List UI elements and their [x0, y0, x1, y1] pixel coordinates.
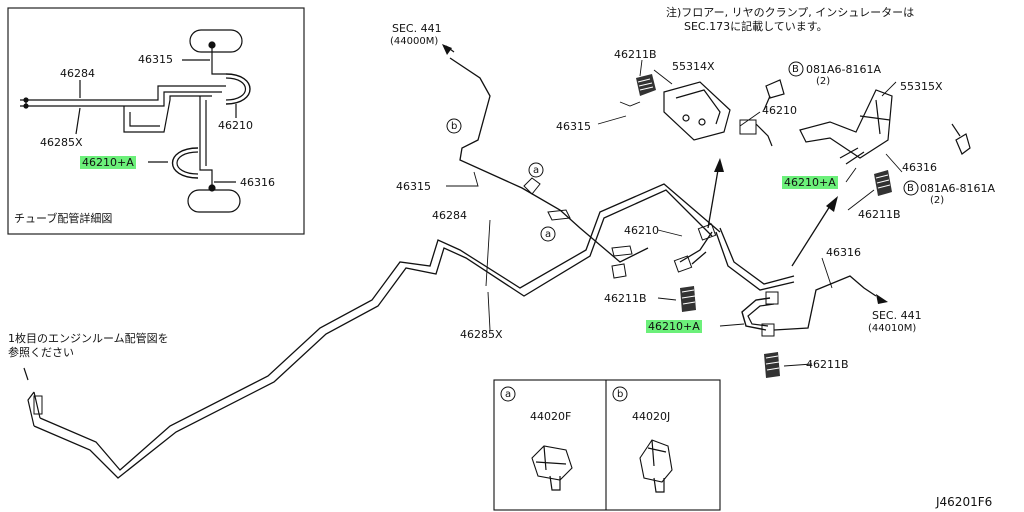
label-bolt-1-qty: (2) — [816, 76, 831, 87]
label-bolt-2: 081A6-8161A — [920, 182, 996, 195]
clip-46211b-4 — [764, 352, 780, 378]
note-line-2: SEC.173に記載しています。 — [684, 20, 828, 33]
clip-a-part: 44020F — [530, 410, 572, 423]
bolt-081a6-2 — [955, 133, 971, 155]
inset-tube-46284 — [26, 85, 212, 101]
bracket-55315x — [799, 89, 893, 159]
clip-44020j — [639, 439, 673, 493]
callout-b-main-letter: b — [451, 121, 458, 132]
clip-b-part: 44020J — [632, 410, 671, 423]
clip-46211b-2 — [874, 170, 892, 196]
label-46210-2: 46210 — [624, 224, 659, 237]
inset-hose-46210a — [171, 147, 199, 179]
diagram-code: J46201F6 — [936, 495, 993, 509]
inset-label-46285x: 46285X — [40, 136, 83, 149]
main-pipe-46284 — [39, 183, 721, 471]
inset-label-46284: 46284 — [60, 67, 95, 80]
label-55314x: 55314X — [672, 60, 715, 73]
label-46211b-2: 46211B — [858, 208, 901, 221]
label-55315x: 55315X — [900, 80, 943, 93]
label-46316-2: 46316 — [826, 246, 861, 259]
label-46210a-1: 46210+A — [782, 176, 838, 189]
pipe-46316 — [773, 275, 877, 331]
engine-ref-line-2: 参照ください — [8, 346, 74, 359]
inset-frame — [7, 7, 305, 235]
callout-b-main — [446, 118, 462, 134]
bracket-55314x — [663, 81, 731, 141]
sec441-bottom-sub: (44010M) — [868, 323, 917, 334]
inset-label-46316: 46316 — [240, 176, 275, 189]
label-46285x-2: 46285X — [460, 328, 503, 341]
note-line-1: 注)フロアー, リヤのクランプ, インシュレーターは — [666, 6, 915, 19]
inset-bottom-pill — [187, 189, 241, 213]
hose-46210-rear — [679, 231, 713, 265]
inset-top-pill — [189, 29, 243, 53]
hose-46210a-rear — [741, 297, 771, 331]
engine-ref-line-1: 1枚目のエンジンルーム配管図を — [8, 332, 169, 345]
clip-b-circle — [612, 386, 628, 402]
callout-a-main-2 — [540, 226, 556, 242]
callout-a-main-1 — [528, 162, 544, 178]
label-46315-1: 46315 — [556, 120, 591, 133]
callout-B-1 — [788, 61, 804, 77]
sec441-bottom: SEC. 441 — [872, 309, 922, 322]
label-46211b-3: 46211B — [604, 292, 647, 305]
clip-a-letter: a — [505, 389, 512, 400]
label-46210-1: 46210 — [762, 104, 797, 117]
pipe-46315 — [449, 57, 649, 263]
inset-label-46210a: 46210+A — [80, 156, 136, 169]
label-46284-2: 46284 — [432, 209, 467, 222]
label-46211b-4: 46211B — [806, 358, 849, 371]
bolt-081a6-1 — [765, 79, 785, 99]
callout-B-2 — [903, 180, 919, 196]
clip-44020f — [531, 445, 573, 491]
label-46210a-2: 46210+A — [646, 320, 702, 333]
sec441-top: SEC. 441 — [392, 22, 442, 35]
callout-a-main-2-letter: a — [545, 229, 552, 240]
inset-label-46315: 46315 — [138, 53, 173, 66]
main-pipe-46285x — [33, 189, 713, 479]
inset-label-46210: 46210 — [218, 119, 253, 132]
label-bolt-1: 081A6-8161A — [806, 63, 882, 76]
callout-B-2-letter: B — [907, 183, 914, 194]
clip-b-letter: b — [617, 389, 624, 400]
inset-caption: チューブ配管詳細図 — [14, 212, 113, 225]
sec441-top-sub: (44000M) — [390, 36, 439, 47]
clip-detail-box — [493, 379, 721, 511]
inset-hose-46210 — [225, 73, 251, 105]
clip-46211b-3 — [680, 286, 696, 312]
label-46315-2: 46315 — [396, 180, 431, 193]
clip-46211b-1 — [636, 74, 656, 96]
clip-a-circle — [500, 386, 516, 402]
label-46211b-1: 46211B — [614, 48, 657, 61]
callout-a-main-1-letter: a — [533, 165, 540, 176]
label-bolt-2-qty: (2) — [930, 195, 945, 206]
label-46316-1: 46316 — [902, 161, 937, 174]
callout-B-1-letter: B — [792, 64, 799, 75]
